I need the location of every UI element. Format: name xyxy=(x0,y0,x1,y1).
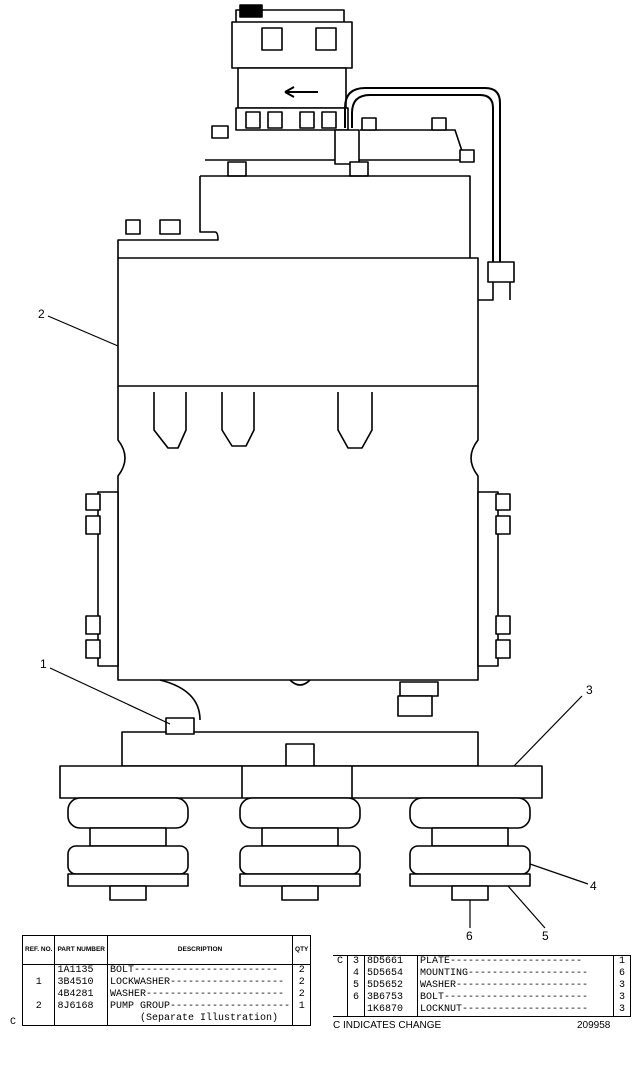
leader-lines xyxy=(47,315,589,929)
change-note: C INDICATES CHANGE xyxy=(333,1020,442,1031)
callout-2: 2 xyxy=(38,307,45,321)
callout-1: 1 xyxy=(40,657,47,671)
table-row: C 3 8D5661 PLATE---------------------- 1 xyxy=(333,955,631,968)
callout-labels: 2 1 3 4 5 6 xyxy=(38,307,597,943)
header-qty: QTY xyxy=(292,935,311,965)
table-row: 4 5D5654 MOUNTING-------------------- 6 xyxy=(333,968,631,980)
table-row: 4B4281 WASHER----------------------- 2 xyxy=(22,989,311,1001)
table-header: REF. NO. PART NUMBER DESCRIPTION QTY xyxy=(22,935,311,965)
pipe-line xyxy=(334,87,515,301)
pump-mounting-drawing: 2 1 3 4 5 6 xyxy=(38,4,597,943)
change-marker: C xyxy=(10,1017,17,1028)
header-part-number: PART NUMBER xyxy=(54,935,108,965)
valve-block xyxy=(205,4,460,161)
pump-main-body xyxy=(85,386,511,721)
isolator-right xyxy=(409,797,531,901)
callout-6: 6 xyxy=(466,929,473,943)
parts-table: REF. NO. PART NUMBER DESCRIPTION QTY 1A1… xyxy=(22,935,312,1026)
table-row: 1K6870 LOCKNUT--------------------- 3 xyxy=(333,1004,631,1017)
table-row: 1A1135 BOLT------------------------ 2 xyxy=(22,964,311,977)
callout-4: 4 xyxy=(590,879,597,893)
isolator-left xyxy=(67,797,189,901)
header-ref: REF. NO. xyxy=(22,935,56,965)
header-description: DESCRIPTION xyxy=(107,935,294,965)
table-row: 5 5D5652 WASHER---------------------- 3 xyxy=(333,980,631,992)
table-row: 1 3B4510 LOCKWASHER------------------- 2 xyxy=(22,977,311,989)
mounting-plate xyxy=(59,695,543,799)
pump-upper-housing xyxy=(117,117,479,387)
table-row: (Separate Illustration) xyxy=(22,1013,311,1026)
table-row: 2 8J6168 PUMP GROUP-------------------- … xyxy=(22,1001,311,1013)
isolator-center xyxy=(239,797,361,901)
table-row: 6 3B6753 BOLT------------------------ 3 xyxy=(333,992,631,1004)
parts-table-2: C 3 8D5661 PLATE---------------------- 1… xyxy=(333,955,631,1017)
callout-5: 5 xyxy=(542,929,549,943)
drawing-number: 209958 xyxy=(577,1020,611,1031)
callout-3: 3 xyxy=(586,683,593,697)
